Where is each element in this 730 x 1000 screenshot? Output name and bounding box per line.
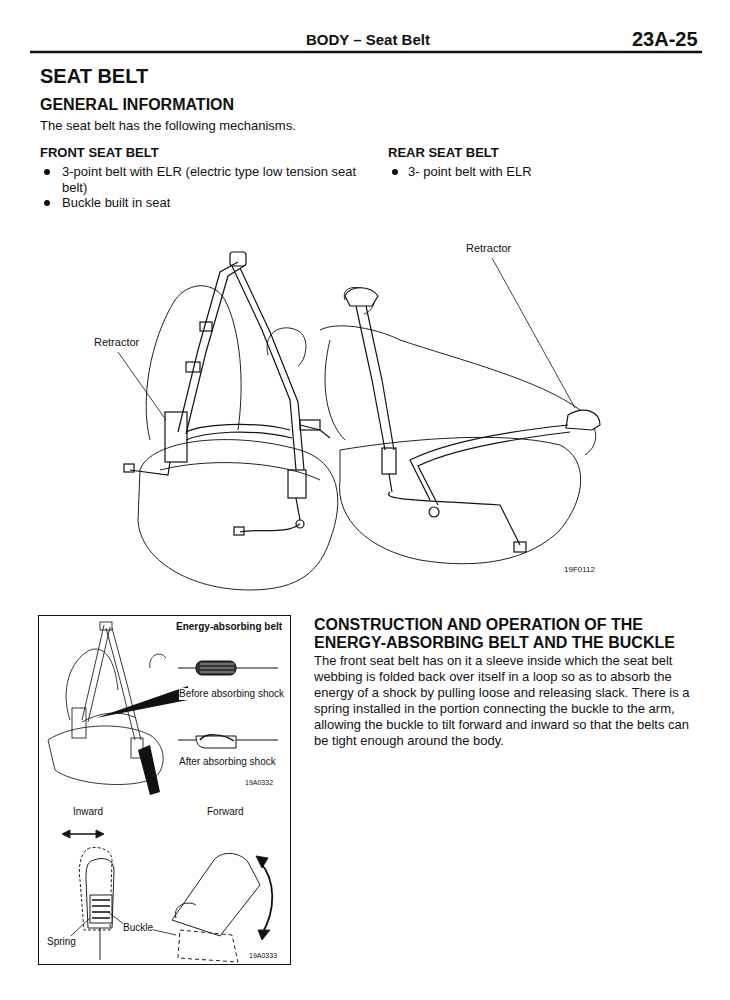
direction-label: Inward [73,806,103,818]
rear-retractor [566,410,600,430]
state-label: Before absorbing shock [179,688,287,700]
direction-label: Forward [207,806,244,818]
bullet-text: Buckle built in seat [62,195,170,211]
inset-heading: Energy-absorbing belt [176,621,288,633]
header-rule [30,51,702,54]
body-text: The seat belt has the following mechanis… [40,118,296,134]
rear-belt [300,288,600,552]
section-heading: GENERAL INFORMATION [40,95,234,114]
bullet [44,200,50,206]
part-label: Retractor [466,242,511,255]
front-retractor [165,412,187,462]
body-text: The front seat belt has on it a sleeve i… [314,653,706,749]
state-label: After absorbing shock [179,756,287,768]
shock-wedge [138,745,160,795]
shock-wedge [96,686,188,718]
front-belt [124,252,306,535]
section-heading: CONSTRUCTION AND OPERATION OF THE ENERGY… [314,616,706,652]
page-title: SEAT BELT [40,64,148,88]
buckle-illustration [58,830,272,962]
page-header: BODY – Seat Belt [306,31,430,49]
figure-code: 19A0333 [249,952,277,960]
inset-panel: Energy-absorbing beltBefore absorbing sh… [38,615,291,965]
bullet-text: 3-point belt with ELR (electric type low… [62,164,382,196]
bullet [392,169,398,175]
leader-line [492,258,575,408]
subheading: FRONT SEAT BELT [40,145,159,161]
page-number: 23A-25 [632,27,698,51]
part-label: Retractor [94,336,139,349]
part-label: Spring [47,936,76,948]
seat-belt-illustration [138,286,596,590]
bullet-text: 3- point belt with ELR [408,164,532,180]
subheading: REAR SEAT BELT [388,145,499,161]
figure-code: 19F0112 [564,565,595,575]
energy-absorbing-detail [178,661,278,748]
figure-code: 19A0332 [245,779,273,787]
bullet [44,169,50,175]
leader-line [118,352,166,420]
part-label: Buckle [123,922,153,934]
